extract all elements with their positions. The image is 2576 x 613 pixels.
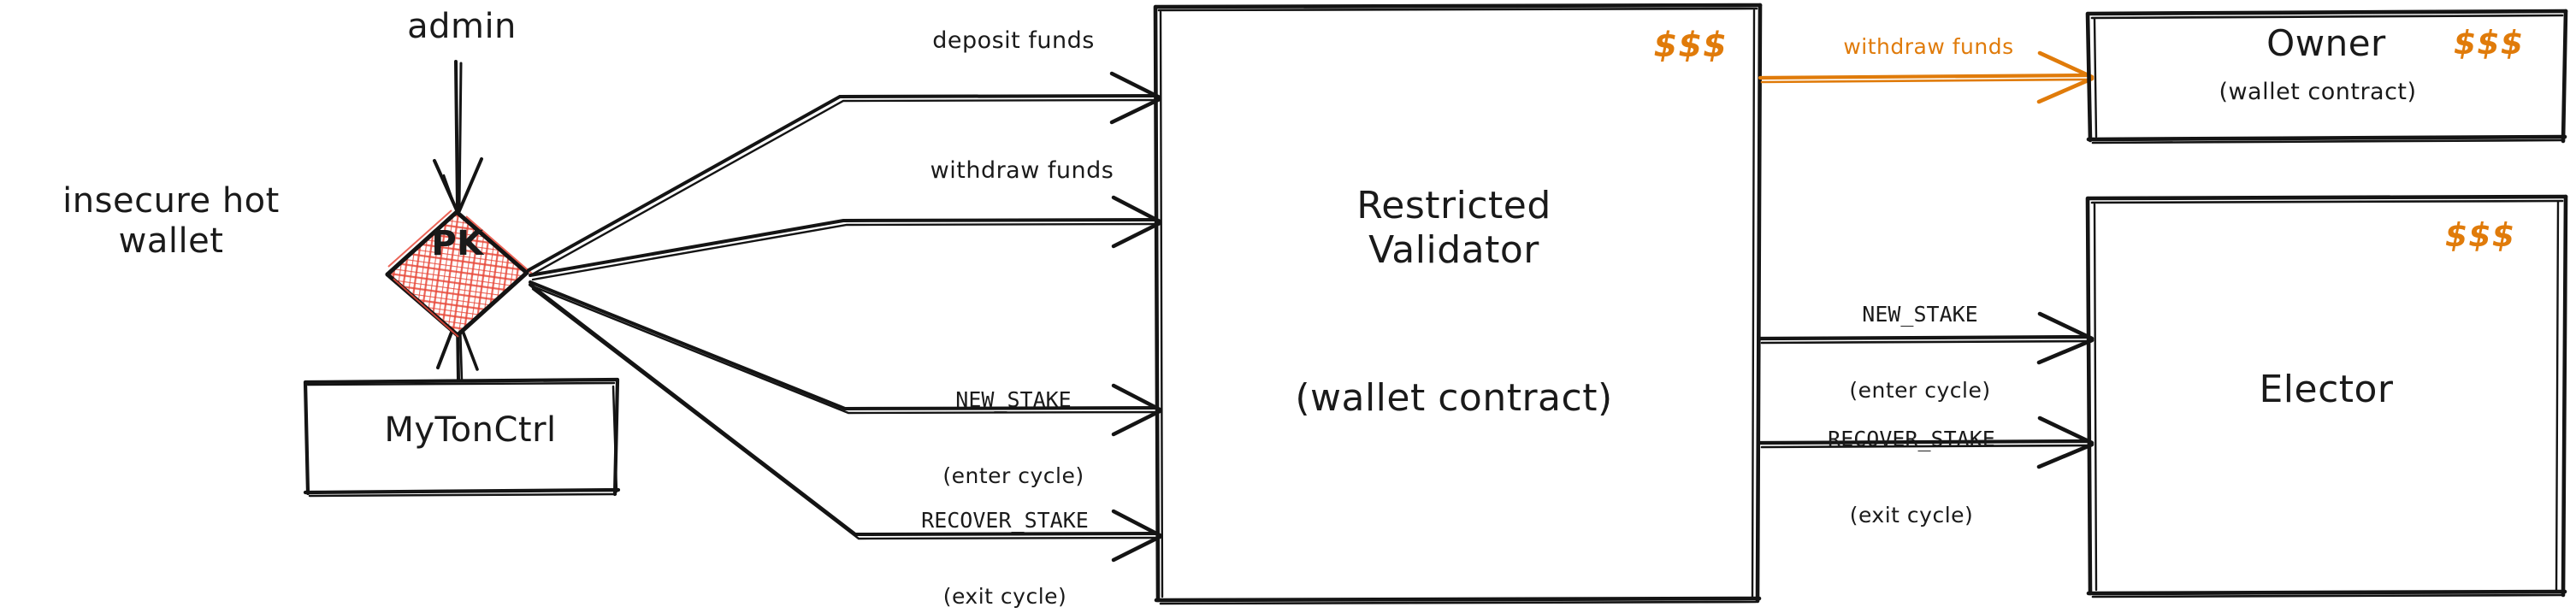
- mytonctrl-label: MyTonCtrl: [384, 410, 557, 450]
- edges-validator-to-elector: [1758, 311, 2094, 469]
- validator-money-badge: $$$: [1653, 26, 1728, 65]
- edge-label-new-stake-elector-main: NEW_STAKE: [1862, 302, 1978, 327]
- edges-pk-to-validator: [527, 71, 1162, 563]
- owner-title: Owner: [2266, 22, 2386, 64]
- edge-admin-to-pk: [433, 60, 483, 215]
- edge-label-withdraw-funds: withdraw funds: [930, 157, 1114, 184]
- node-validator-box: [1153, 3, 1763, 605]
- validator-title: Restricted Validator: [1356, 184, 1551, 272]
- owner-money-badge: $$$: [2453, 24, 2525, 62]
- validator-subtitle: (wallet contract): [1295, 376, 1613, 420]
- owner-subtitle: (wallet contract): [2219, 79, 2417, 105]
- edge-label-recover-stake-sub: (exit cycle): [942, 583, 1067, 609]
- edge-label-recover-stake-main: RECOVER_STAKE: [921, 508, 1089, 533]
- edge-label-new-stake-elector: NEW_STAKE (enter cycle): [1779, 251, 2061, 453]
- node-owner-box: [2085, 9, 2568, 144]
- node-elector-box: [2085, 194, 2568, 598]
- edge-label-withdraw-funds-owner: withdraw funds: [1843, 34, 2014, 59]
- edge-label-recover-stake-elector-main: RECOVER_STAKE: [1828, 427, 1995, 451]
- edge-label-new-stake: NEW_STAKE (enter cycle): [872, 337, 1155, 539]
- edge-label-new-stake-main: NEW_STAKE: [955, 387, 1072, 412]
- elector-money-badge: $$$: [2444, 216, 2516, 254]
- edge-label-deposit-funds: deposit funds: [932, 27, 1095, 54]
- edge-label-new-stake-elector-sub: (enter cycle): [1849, 377, 1991, 403]
- edge-label-recover-stake-elector-sub: (exit cycle): [1849, 502, 1974, 528]
- edge-label-recover-stake-elector: RECOVER_STAKE (exit cycle): [1762, 376, 2061, 578]
- edge-label-recover-stake: RECOVER_STAKE (exit cycle): [855, 457, 1155, 613]
- node-pk-diamond: [385, 209, 533, 338]
- hot-wallet-label: insecure hot wallet: [62, 181, 280, 262]
- edge-label-new-stake-sub: (enter cycle): [942, 463, 1084, 488]
- edge-validator-to-owner: [1758, 50, 2094, 104]
- pk-label: PK: [431, 224, 484, 263]
- elector-title: Elector: [2259, 368, 2394, 411]
- admin-label: admin: [407, 7, 517, 46]
